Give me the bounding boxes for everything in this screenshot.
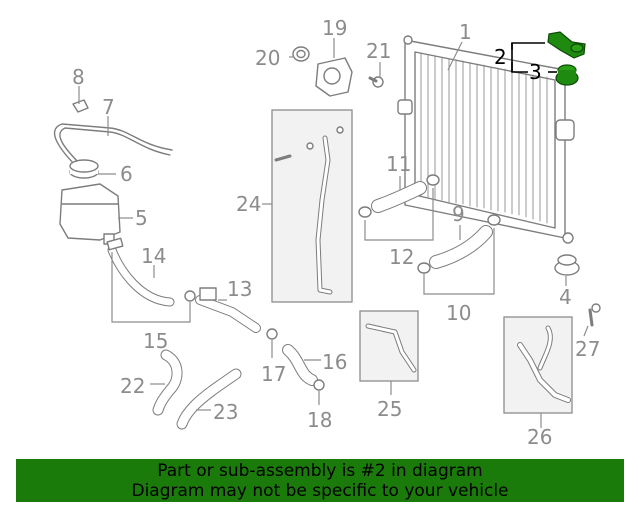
- callout-24: 24: [236, 192, 261, 216]
- clamp-18: [313, 379, 325, 391]
- overflow-hose-7: [53, 123, 173, 169]
- callout-6: 6: [120, 162, 133, 186]
- callout-17: 17: [261, 362, 286, 386]
- callout-9: 9: [452, 202, 465, 226]
- callout-7: 7: [102, 95, 115, 119]
- callout-3: 3: [529, 60, 542, 84]
- mount-insulator-part3: [555, 64, 579, 86]
- banner-line-2: Diagram may not be specific to your vehi…: [131, 480, 509, 501]
- callout-27: 27: [575, 337, 600, 361]
- upper-hose-11: [358, 174, 440, 218]
- coolant-pipe-13: [195, 287, 278, 340]
- callout-22: 22: [120, 374, 145, 398]
- thermostat-housing-19: [315, 57, 353, 97]
- callout-13: 13: [227, 277, 252, 301]
- upper-mount-bracket-part2: [547, 31, 586, 59]
- callout-23: 23: [213, 400, 238, 424]
- lower-hose-9: [417, 214, 501, 274]
- callout-18: 18: [307, 408, 332, 432]
- callout-1: 1: [459, 20, 472, 44]
- callout-19: 19: [322, 16, 347, 40]
- reservoir-cap-6: [69, 159, 99, 179]
- callout-26: 26: [527, 425, 552, 449]
- callouts: 1 2 3 4 5 6 7 8 9 10 11 12 13 14 15 16 1…: [72, 16, 600, 449]
- banner-line-1: Part or sub-assembly is #2 in diagram: [157, 460, 483, 481]
- callout-14: 14: [141, 244, 166, 268]
- clip-8: [72, 99, 89, 113]
- bolt-27: [588, 303, 601, 327]
- callout-20: 20: [255, 46, 280, 70]
- leader-lines: [78, 38, 589, 428]
- box-24: [271, 109, 353, 303]
- heater-hose-22: [152, 349, 183, 416]
- bolt-21: [368, 76, 384, 88]
- bypass-hose-16: [282, 344, 318, 386]
- callout-16: 16: [322, 350, 347, 374]
- callout-2: 2: [494, 45, 507, 69]
- callout-8: 8: [72, 65, 85, 89]
- seal-ring-20: [292, 46, 310, 62]
- box-26: [503, 316, 573, 414]
- callout-5: 5: [135, 206, 148, 230]
- callout-10: 10: [446, 301, 471, 325]
- radiator: [397, 35, 575, 244]
- reservoir-hose-14: [106, 237, 196, 307]
- lower-insulator: [554, 254, 580, 276]
- heater-hose-23: [176, 368, 242, 430]
- callout-11: 11: [386, 152, 411, 176]
- coolant-reservoir-5: [59, 183, 121, 245]
- callout-25: 25: [377, 397, 402, 421]
- callout-4: 4: [559, 285, 572, 309]
- info-banner: Part or sub-assembly is #2 in diagram Di…: [16, 459, 624, 502]
- box-25: [359, 310, 419, 382]
- callout-15: 15: [143, 329, 168, 353]
- callout-21: 21: [366, 39, 391, 63]
- callout-12: 12: [389, 245, 414, 269]
